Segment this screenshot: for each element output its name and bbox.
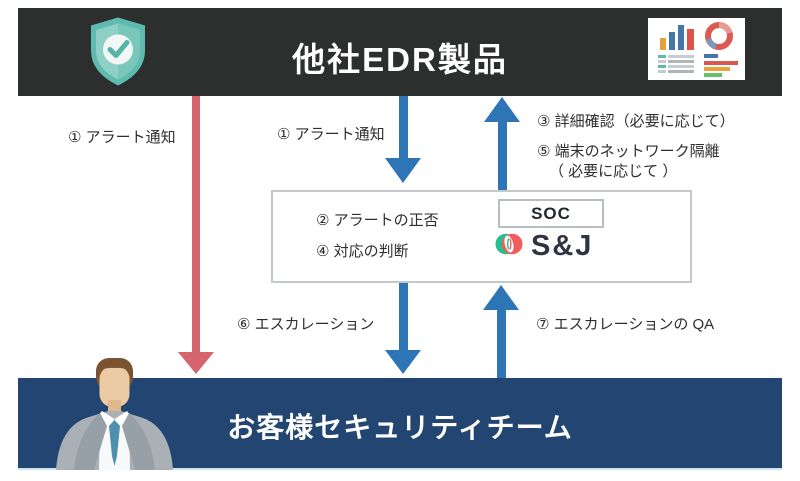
alert-arrow-down-shaft	[399, 96, 408, 158]
escalation-qa-arrow-up-shaft	[497, 310, 506, 378]
escalation-arrow-down-shaft	[399, 283, 408, 350]
businessman-avatar	[50, 356, 185, 470]
soc-task-response-decision: ④ 対応の判断	[316, 243, 409, 260]
detail-arrow-up-shaft	[498, 122, 507, 190]
sj-brand: S&J	[495, 230, 593, 263]
label-network-isolation-line1: ⑤ 端末のネットワーク隔離	[537, 143, 720, 160]
alert-arrow-red-shaft	[192, 96, 200, 352]
shield-check-icon	[86, 16, 150, 87]
alert-arrow-down-head	[385, 158, 421, 183]
escalation-qa-arrow-up-head	[483, 285, 519, 310]
edr-product-title: 他社EDR製品	[292, 41, 508, 78]
label-escalation-qa: ⑦ エスカレーションの QA	[536, 316, 715, 333]
alert-arrow-red-head	[178, 352, 214, 374]
customer-team-title: お客様セキュリティチーム	[227, 412, 573, 443]
sj-brand-name: S&J	[531, 230, 594, 262]
label-network-isolation: ⑤ 端末のネットワーク隔離 （ 必要に応じて ）	[537, 142, 720, 182]
edr-product-bar: 他社EDR製品	[18, 8, 782, 96]
soc-task-alert-validity: ② アラートの正否	[316, 212, 439, 229]
sj-logo-icon	[495, 230, 523, 263]
soc-label-box: SOC	[498, 199, 604, 228]
dashboard-charts-icon	[648, 18, 745, 80]
label-escalation: ⑥ エスカレーション	[237, 316, 375, 333]
detail-arrow-up-head	[484, 97, 520, 122]
soc-box: ② アラートの正否 ④ 対応の判断 SOC S&J	[271, 190, 692, 283]
customer-team-bar: お客様セキュリティチーム	[18, 378, 782, 470]
escalation-arrow-down-head	[385, 350, 421, 374]
label-alert-notify-left: ① アラート通知	[68, 129, 176, 146]
label-network-isolation-line2: （ 必要に応じて ）	[549, 163, 678, 180]
label-detail-check: ③ 詳細確認（必要に応じて）	[537, 113, 735, 130]
label-alert-notify-center: ① アラート通知	[277, 126, 385, 143]
